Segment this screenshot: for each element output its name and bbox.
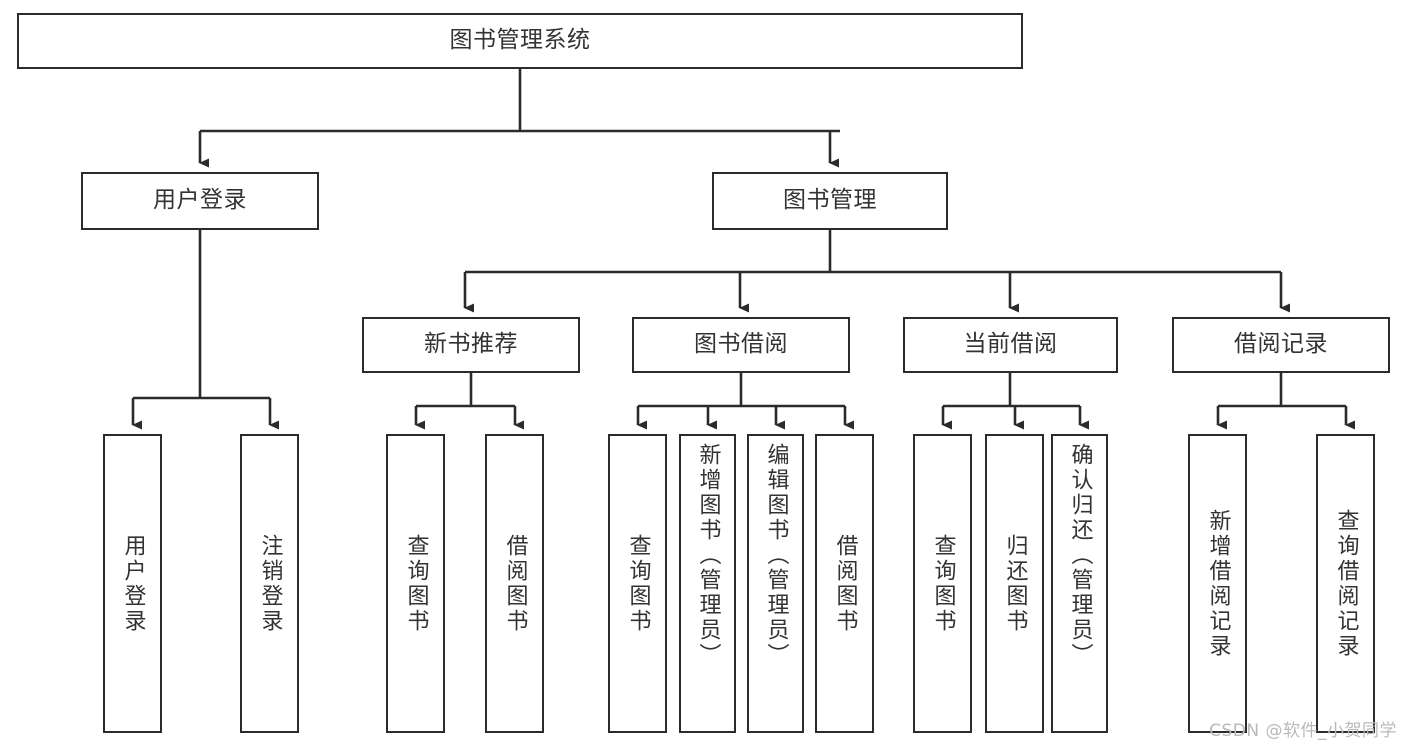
node-leaf-current-query-label: 查询图书 [930, 533, 956, 634]
node-user-login-module-label: 用户登录 [153, 187, 247, 214]
node-leaf-borrow-query[interactable]: 查询图书 [608, 434, 667, 733]
node-leaf-newbook-query-label: 查询图书 [403, 533, 429, 634]
node-current-borrow-label: 当前借阅 [963, 331, 1058, 358]
node-root-label: 图书管理系统 [449, 27, 591, 54]
node-book-management-module[interactable]: 图书管理 [712, 172, 948, 230]
node-leaf-current-return-label: 归还图书 [1002, 533, 1028, 634]
node-leaf-current-confirm-return[interactable]: 确认归还（管理员） [1051, 434, 1108, 733]
node-leaf-borrow-add-book-label: 新增图书（管理员） [695, 443, 721, 668]
watermark-text: CSDN @软件_小贺同学 [1209, 721, 1397, 741]
node-leaf-record-add[interactable]: 新增借阅记录 [1188, 434, 1247, 733]
node-leaf-newbook-borrow-label: 借阅图书 [502, 533, 528, 634]
node-leaf-borrow-edit-book-label: 编辑图书（管理员） [763, 443, 789, 668]
node-book-borrow-label: 图书借阅 [694, 331, 788, 358]
node-book-management-module-label: 图书管理 [783, 187, 877, 214]
node-leaf-user-login-label: 用户登录 [120, 533, 146, 634]
node-leaf-borrow-add-book[interactable]: 新增图书（管理员） [679, 434, 736, 733]
node-leaf-borrow-borrow-book[interactable]: 借阅图书 [815, 434, 874, 733]
node-leaf-record-query-label: 查询借阅记录 [1333, 508, 1359, 659]
node-leaf-current-return[interactable]: 归还图书 [985, 434, 1044, 733]
node-leaf-record-query[interactable]: 查询借阅记录 [1316, 434, 1375, 733]
node-leaf-newbook-query[interactable]: 查询图书 [386, 434, 445, 733]
node-leaf-borrow-edit-book[interactable]: 编辑图书（管理员） [747, 434, 804, 733]
node-leaf-current-confirm-return-label: 确认归还（管理员） [1067, 443, 1093, 668]
node-leaf-record-add-label: 新增借阅记录 [1205, 508, 1231, 659]
node-borrow-record-label: 借阅记录 [1234, 331, 1328, 358]
node-leaf-current-query[interactable]: 查询图书 [913, 434, 972, 733]
node-borrow-record[interactable]: 借阅记录 [1172, 317, 1390, 373]
node-new-book-recommend[interactable]: 新书推荐 [362, 317, 580, 373]
node-leaf-borrow-borrow-book-label: 借阅图书 [832, 533, 858, 634]
node-current-borrow[interactable]: 当前借阅 [903, 317, 1118, 373]
node-book-borrow[interactable]: 图书借阅 [632, 317, 850, 373]
node-leaf-user-login[interactable]: 用户登录 [103, 434, 162, 733]
node-leaf-borrow-query-label: 查询图书 [625, 533, 651, 634]
node-leaf-newbook-borrow[interactable]: 借阅图书 [485, 434, 544, 733]
node-leaf-user-logout[interactable]: 注销登录 [240, 434, 299, 733]
node-user-login-module[interactable]: 用户登录 [81, 172, 319, 230]
node-root[interactable]: 图书管理系统 [17, 13, 1023, 69]
node-new-book-recommend-label: 新书推荐 [424, 331, 518, 358]
node-leaf-user-logout-label: 注销登录 [257, 533, 283, 634]
